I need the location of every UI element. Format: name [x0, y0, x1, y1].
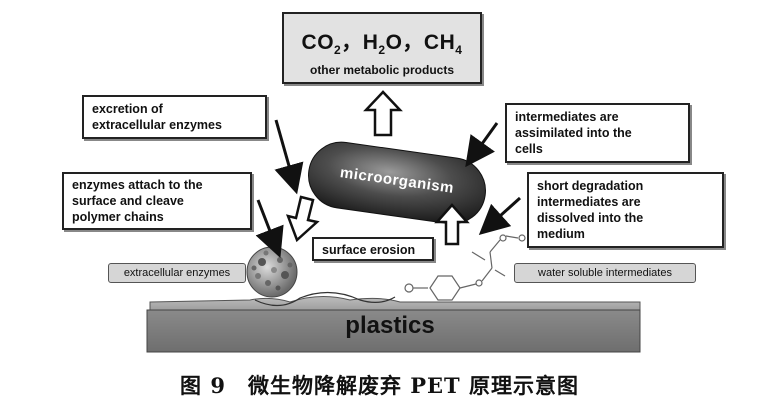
excretion-line-2: extracellular enzymes	[92, 118, 222, 132]
up-arrow-into-microbe-icon	[434, 203, 470, 246]
separator-1: ，	[341, 31, 363, 54]
excretion-line-1: excretion of	[92, 102, 163, 116]
h2o-subscript: 2	[378, 43, 386, 58]
assimilated-box: intermediates are assimilated into the c…	[505, 103, 690, 163]
ch4-text: CH	[423, 31, 456, 54]
short-line-4: medium	[537, 227, 585, 241]
surface-erosion-box: surface erosion	[312, 237, 434, 261]
attach-line-3: polymer chains	[72, 210, 164, 224]
pointer-excretion	[274, 119, 304, 195]
other-products-label: other metabolic products	[309, 63, 455, 78]
extracellular-enzymes-tag: extracellular enzymes	[108, 263, 246, 283]
ch4-subscript: 4	[455, 43, 463, 58]
molecule-structure	[404, 234, 526, 301]
co2-text: CO	[301, 31, 335, 54]
excretion-box: excretion of extracellular enzymes	[82, 95, 267, 139]
short-line-1: short degradation	[537, 179, 644, 193]
down-arrow-from-microbe-icon	[285, 195, 320, 243]
h2o-text-h: H	[362, 31, 379, 54]
short-degradation-box: short degradation intermediates are diss…	[527, 172, 724, 248]
metabolic-products-box: CO2，H2O，CH4 other metabolic products	[282, 12, 482, 84]
short-line-3: dissolved into the	[537, 211, 644, 225]
microorganism-cell	[308, 141, 486, 225]
assim-line-1: intermediates are	[515, 110, 619, 124]
pointer-assimilated	[465, 122, 499, 168]
co2-subscript: 2	[334, 43, 342, 58]
figure-caption: 图 9 微生物降解废弃 PET 原理示意图	[180, 373, 579, 398]
assim-line-3: cells	[515, 142, 543, 156]
pointer-attach	[255, 199, 284, 258]
products-formula: CO2，H2O，CH4	[284, 26, 480, 57]
surface-erosion-dip	[254, 291, 396, 307]
h2o-text-o: O	[385, 31, 403, 54]
up-arrow-to-products-icon	[363, 90, 403, 137]
water-soluble-tag: water soluble intermediates	[514, 263, 696, 283]
plastics-slab	[146, 296, 641, 353]
separator-2: ，	[402, 31, 424, 54]
plastics-label: plastics	[345, 312, 435, 339]
surface-erosion-label: surface erosion	[322, 243, 416, 257]
attach-line-1: enzymes attach to the	[72, 178, 203, 192]
enzyme-cluster	[246, 246, 298, 298]
enzymes-attach-box: enzymes attach to the surface and cleave…	[62, 172, 252, 230]
assim-line-2: assimilated into the	[515, 126, 632, 140]
attach-line-2: surface and cleave	[72, 194, 184, 208]
pointer-short-degradation	[478, 196, 522, 236]
short-line-2: intermediates are	[537, 195, 641, 209]
